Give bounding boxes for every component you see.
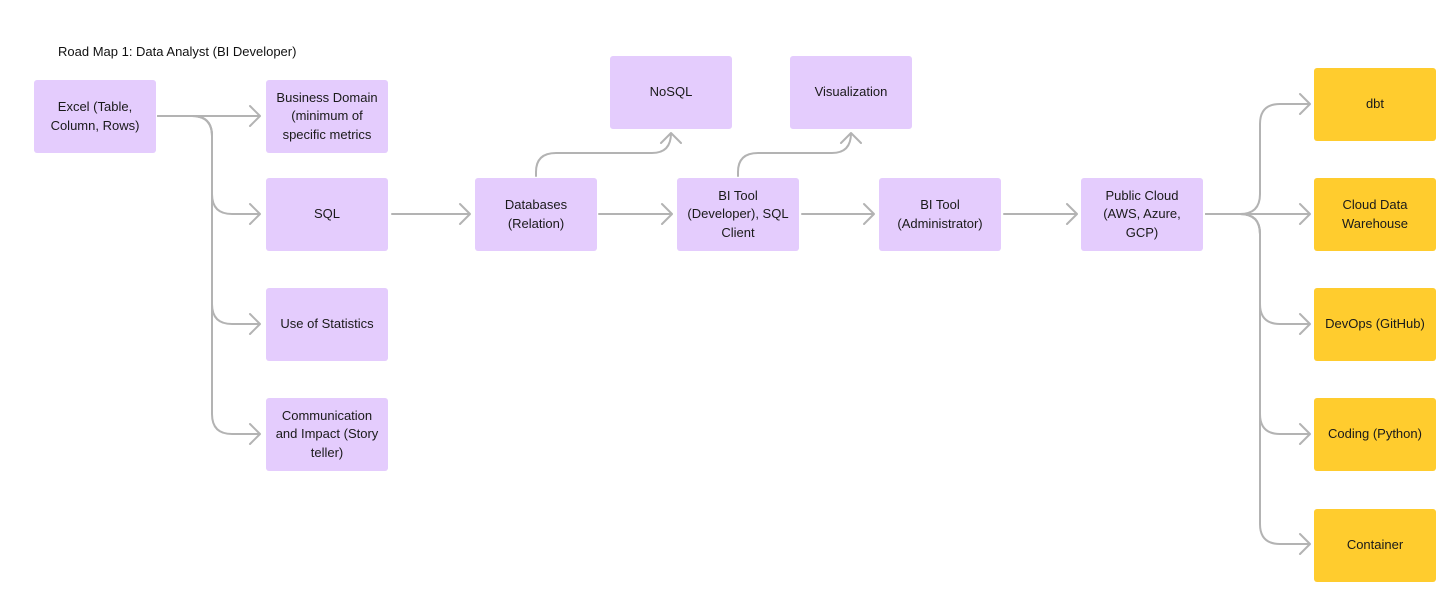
edge-public-cloud-devops: [1205, 213, 1311, 335]
node-visualization: Visualization: [790, 56, 912, 129]
edge-excel-sql: [157, 115, 261, 225]
edge-public-cloud-dbt: [1205, 93, 1311, 215]
edge-public-cloud-coding: [1205, 213, 1311, 445]
edge-databases-nosql: [535, 132, 682, 177]
edge-bi-developer-bi-admin: [801, 203, 875, 225]
node-bi-tool-developer: BI Tool (Developer), SQL Client: [677, 178, 799, 251]
node-excel: Excel (Table, Column, Rows): [34, 80, 156, 153]
node-devops: DevOps (GitHub): [1314, 288, 1436, 361]
node-dbt: dbt: [1314, 68, 1436, 141]
node-databases: Databases (Relation): [475, 178, 597, 251]
edge-excel-communication: [157, 115, 261, 445]
node-container: Container: [1314, 509, 1436, 582]
edge-bi-developer-visualization: [737, 132, 862, 177]
diagram-title: Road Map 1: Data Analyst (BI Developer): [58, 44, 297, 59]
node-coding: Coding (Python): [1314, 398, 1436, 471]
edge-bi-admin-public-cloud: [1003, 203, 1078, 225]
node-bi-tool-admin: BI Tool (Administrator): [879, 178, 1001, 251]
edge-databases-bi-developer: [598, 203, 673, 225]
node-cloud-data-warehouse: Cloud Data Warehouse: [1314, 178, 1436, 251]
node-statistics: Use of Statistics: [266, 288, 388, 361]
edge-excel-statistics: [157, 115, 261, 335]
node-sql: SQL: [266, 178, 388, 251]
node-business-domain: Business Domain (minimum of specific met…: [266, 80, 388, 153]
node-public-cloud: Public Cloud (AWS, Azure, GCP): [1081, 178, 1203, 251]
edge-public-cloud-container: [1205, 213, 1311, 555]
node-communication: Communication and Impact (Story teller): [266, 398, 388, 471]
node-nosql: NoSQL: [610, 56, 732, 129]
edge-sql-databases: [391, 203, 471, 225]
